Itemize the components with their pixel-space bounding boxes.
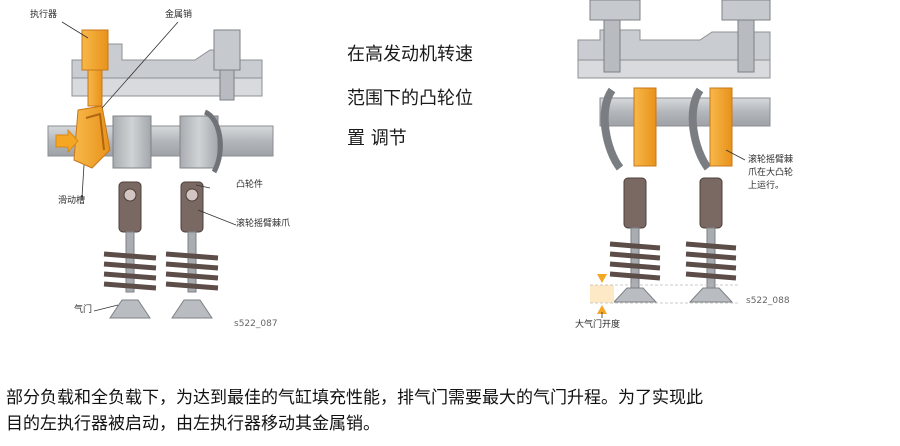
valve-spring-1 <box>103 251 157 291</box>
right-valve-stem-1 <box>630 227 640 291</box>
right-valve-head-1 <box>612 287 658 303</box>
valve-head-1 <box>109 299 151 319</box>
label-rocker-line-1: 滚轮摇臂棘 <box>748 155 794 165</box>
valve-spring-2 <box>165 251 219 291</box>
opening-band <box>590 285 614 303</box>
cam-piece-2 <box>179 115 219 169</box>
right-cam-lobe-1 <box>600 87 624 171</box>
right-cam-lobe-2 <box>688 87 712 171</box>
metal-pin <box>87 69 103 107</box>
right-diagram <box>577 0 771 318</box>
roller-2 <box>185 188 199 202</box>
opening-arrow-up-icon <box>597 305 607 314</box>
label-rocker-line-3: 上运行。 <box>748 181 785 191</box>
right-head-lower <box>577 59 771 79</box>
figure-id-right: s522_088 <box>746 296 790 306</box>
right-roller-rocker-1 <box>623 177 647 229</box>
cam-lobe <box>203 109 223 174</box>
label-cam-piece: 凸轮件 <box>236 180 264 190</box>
large-cam-1 <box>633 87 657 167</box>
right-valve-spring-2 <box>685 241 737 281</box>
label-metal-pin: 金属销 <box>165 10 193 20</box>
heading-line-2: 范围下的凸轮位 <box>347 88 473 109</box>
valve-stem-1 <box>125 231 135 293</box>
right-top-block-1 <box>589 0 641 21</box>
right-valve-stem-2 <box>706 227 716 291</box>
right-actuator <box>213 29 241 71</box>
right-valve-spring-1 <box>609 241 661 281</box>
slide-groove-track <box>85 112 105 151</box>
label-valve: 气门 <box>74 305 93 315</box>
valve-head-2 <box>171 299 213 319</box>
caption-line-1: 部分负载和全负载下，为达到最佳的气缸填充性能，排气门需要最大的气门升程。为了实现… <box>6 388 703 408</box>
valve-stem-2 <box>187 231 197 293</box>
shift-arrow-icon <box>55 128 79 154</box>
label-max-valve-opening: 大气门开度 <box>575 320 621 330</box>
left-leader-lines <box>61 21 237 312</box>
figure-id-left: s522_087 <box>234 319 278 329</box>
label-slide-groove: 滑动槽 <box>58 196 86 206</box>
roller-1 <box>123 188 137 202</box>
right-actuator-b <box>737 19 755 73</box>
opening-arrow-down-icon <box>597 274 607 283</box>
label-rocker-line-2: 爪在大凸轮 <box>748 168 794 178</box>
left-actuator <box>81 29 109 71</box>
right-actuator-a <box>603 19 621 73</box>
head-lower-plate <box>71 77 263 97</box>
right-valve-head-2 <box>688 287 734 303</box>
right-actuator-pin <box>219 69 235 101</box>
right-leader-lines <box>601 149 746 318</box>
heading-line-3: 置 调节 <box>347 128 407 149</box>
cam-piece-1 <box>112 115 152 169</box>
right-top-block-2 <box>721 0 771 21</box>
large-cam-2 <box>709 87 733 167</box>
label-roller-rocker: 滚轮摇臂棘爪 <box>236 219 291 229</box>
right-roller-rocker-2 <box>699 177 723 229</box>
heading-line-1: 在高发动机转速 <box>347 44 473 65</box>
caption-line-2: 目的左执行器被启动，由左执行器移动其金属销。 <box>6 414 380 434</box>
left-diagram <box>47 21 274 319</box>
label-actuator: 执行器 <box>30 10 58 20</box>
right-camshaft <box>599 97 771 127</box>
